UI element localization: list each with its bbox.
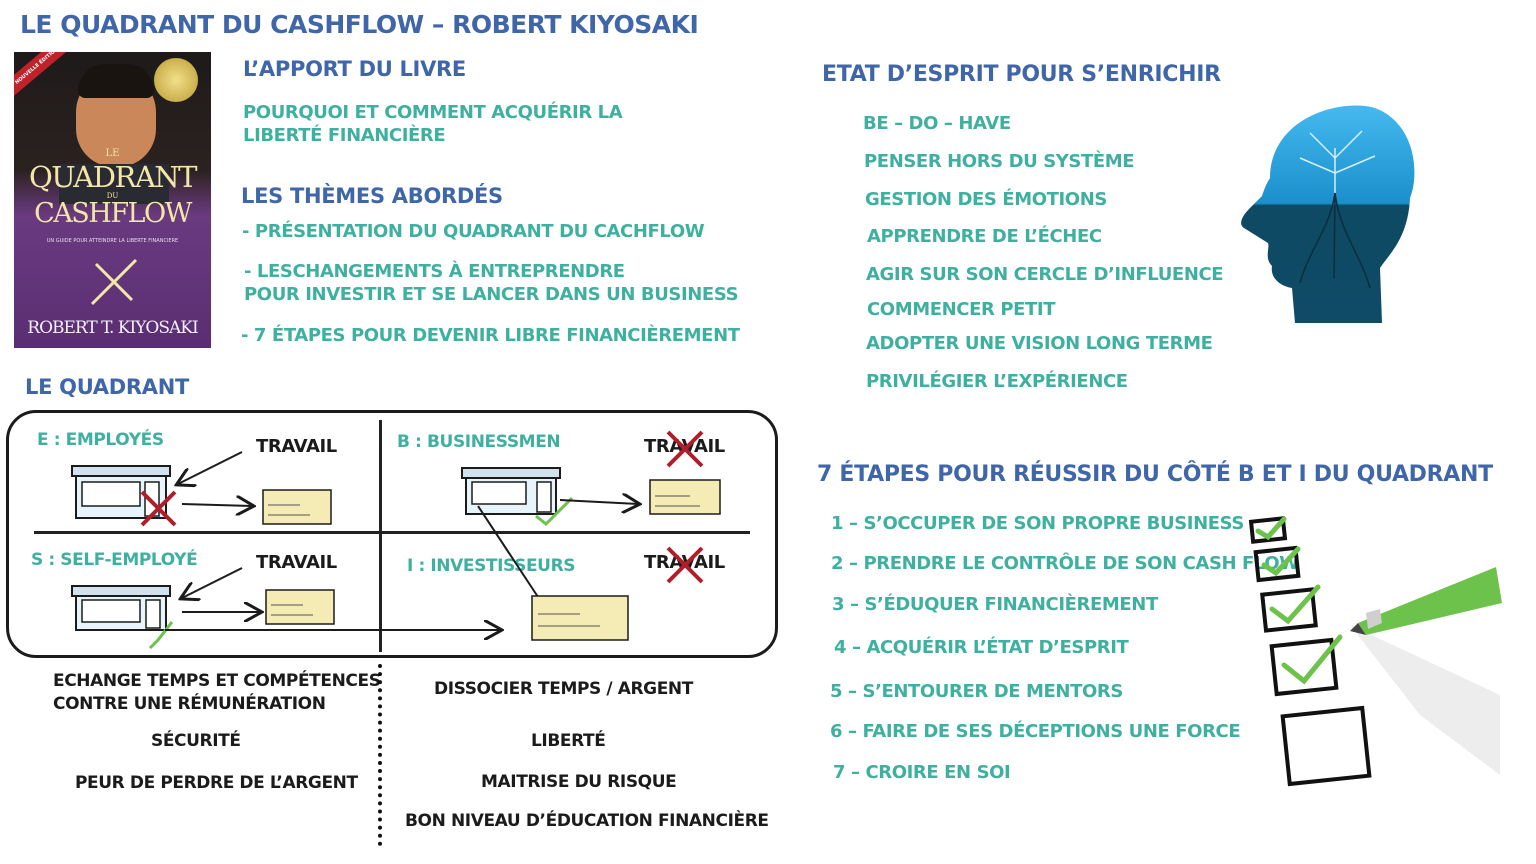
- liberte-text: LIBERTÉ: [531, 731, 606, 751]
- check-icon: [535, 496, 574, 527]
- cross-icon: [140, 490, 177, 527]
- etape-item: 4 – ACQUÉRIR L’ÉTAT D’ESPRIT: [834, 637, 1129, 658]
- etat-item: AGIR SUR SON CERCLE D’INFLUENCE: [866, 264, 1224, 285]
- quadrant-i-label: I : INVESTISSEURS: [407, 556, 576, 576]
- travail-s: TRAVAIL: [256, 552, 337, 573]
- book-title-cashflow: CASHFLOW: [34, 198, 192, 229]
- etat-item: COMMENCER PETIT: [867, 299, 1056, 320]
- cheque-icon: [531, 595, 629, 641]
- etapes-heading: 7 ÉTAPES POUR RÉUSSIR DU CÔTÉ B ET I DU …: [817, 462, 1493, 487]
- apport-heading: L’APPORT DU LIVRE: [243, 57, 466, 81]
- etape-item: 2 – PRENDRE LE CONTRÔLE DE SON CASH FLOW: [831, 553, 1299, 574]
- cheque-icon: [262, 489, 332, 525]
- left-exchange-text: ECHANGE TEMPS ET COMPÉTENCES CONTRE UNE …: [53, 671, 381, 714]
- theme-item: - LESCHANGEMENTS À ENTREPRENDRE: [244, 261, 625, 282]
- quadrant-vertical-divider: [379, 420, 382, 652]
- edition-badge: NOUVELLE ÉDITION: [14, 52, 77, 102]
- pen-icon: [1350, 567, 1502, 775]
- etat-item: PRIVILÉGIER L’EXPÉRIENCE: [866, 371, 1128, 392]
- theme-item: POUR INVESTIR ET SE LANCER DANS UN BUSIN…: [244, 284, 739, 305]
- quadrant-heading: LE QUADRANT: [25, 375, 190, 399]
- quadrant-frame: [6, 410, 778, 658]
- etat-item: ADOPTER UNE VISION LONG TERME: [866, 333, 1213, 354]
- maitrise-text: MAITRISE DU RISQUE: [481, 772, 677, 792]
- etat-item: PENSER HORS DU SYSTÈME: [864, 151, 1135, 172]
- etat-item: BE – DO – HAVE: [863, 113, 1011, 134]
- peur-text: PEUR DE PERDRE DE L’ARGENT: [75, 773, 358, 793]
- book-title-quadrant: QUADRANT: [28, 160, 198, 194]
- dissocier-text: DISSOCIER TEMPS / ARGENT: [434, 679, 693, 699]
- page-title: LE QUADRANT DU CASHFLOW – ROBERT KIYOSAK…: [20, 10, 699, 39]
- book-cover-image: NOUVELLE ÉDITION LE QUADRANT DU CASHFLOW…: [14, 52, 211, 348]
- shop-icon: [71, 465, 171, 519]
- etat-heading: ETAT D’ESPRIT POUR S’ENRICHIR: [822, 62, 1221, 87]
- theme-item: - 7 ÉTAPES POUR DEVENIR LIBRE FINANCIÈRE…: [241, 325, 740, 346]
- shop-icon: [71, 585, 171, 631]
- esbi-mini-icon: [90, 258, 138, 306]
- etat-item: APPRENDRE DE L’ÉCHEC: [867, 226, 1102, 247]
- check-icon: [148, 621, 174, 650]
- etape-item: 6 – FAIRE DE SES DÉCEPTIONS UNE FORCE: [830, 721, 1241, 742]
- travail-e: TRAVAIL: [256, 436, 337, 457]
- cross-icon: [666, 546, 704, 584]
- etat-item: GESTION DES ÉMOTIONS: [865, 189, 1107, 210]
- theme-item: - PRÉSENTATION DU QUADRANT DU CACHFLOW: [242, 221, 705, 242]
- etape-item: 5 – S’ENTOURER DE MENTORS: [830, 681, 1123, 702]
- cross-icon: [666, 430, 704, 468]
- themes-heading: LES THÈMES ABORDÉS: [241, 184, 503, 208]
- etape-item: 1 – S’OCCUPER DE SON PROPRE BUSINESS: [831, 513, 1244, 534]
- etape-item: 3 – S’ÉDUQUER FINANCIÈREMENT: [832, 594, 1158, 615]
- gold-seal-icon: [154, 58, 198, 102]
- quadrant-e-label: E : EMPLOYÉS: [37, 430, 164, 450]
- book-author: ROBERT T. KIYOSAKI: [27, 318, 198, 338]
- quadrant-drawings: [71, 430, 721, 650]
- quadrant-horizontal-divider: [34, 531, 750, 534]
- securite-text: SÉCURITÉ: [151, 731, 241, 751]
- cheque-icon: [649, 479, 721, 515]
- check-icon: [1255, 516, 1343, 685]
- checklist-icon: [1248, 516, 1502, 787]
- quadrant-s-label: S : SELF-EMPLOYÉ: [31, 550, 198, 570]
- quadrant-b-label: B : BUSINESSMEN: [397, 432, 561, 452]
- apport-text: POURQUOI ET COMMENT ACQUÉRIR LA LIBERTÉ …: [243, 102, 623, 146]
- dotted-divider: [378, 664, 382, 846]
- education-text: BON NIVEAU D’ÉDUCATION FINANCIÈRE: [405, 811, 769, 831]
- etape-item: 7 – CROIRE EN SOI: [833, 762, 1011, 783]
- shop-icon: [461, 467, 561, 515]
- head-tree-icon: [1241, 105, 1415, 323]
- cheque-icon: [265, 589, 335, 625]
